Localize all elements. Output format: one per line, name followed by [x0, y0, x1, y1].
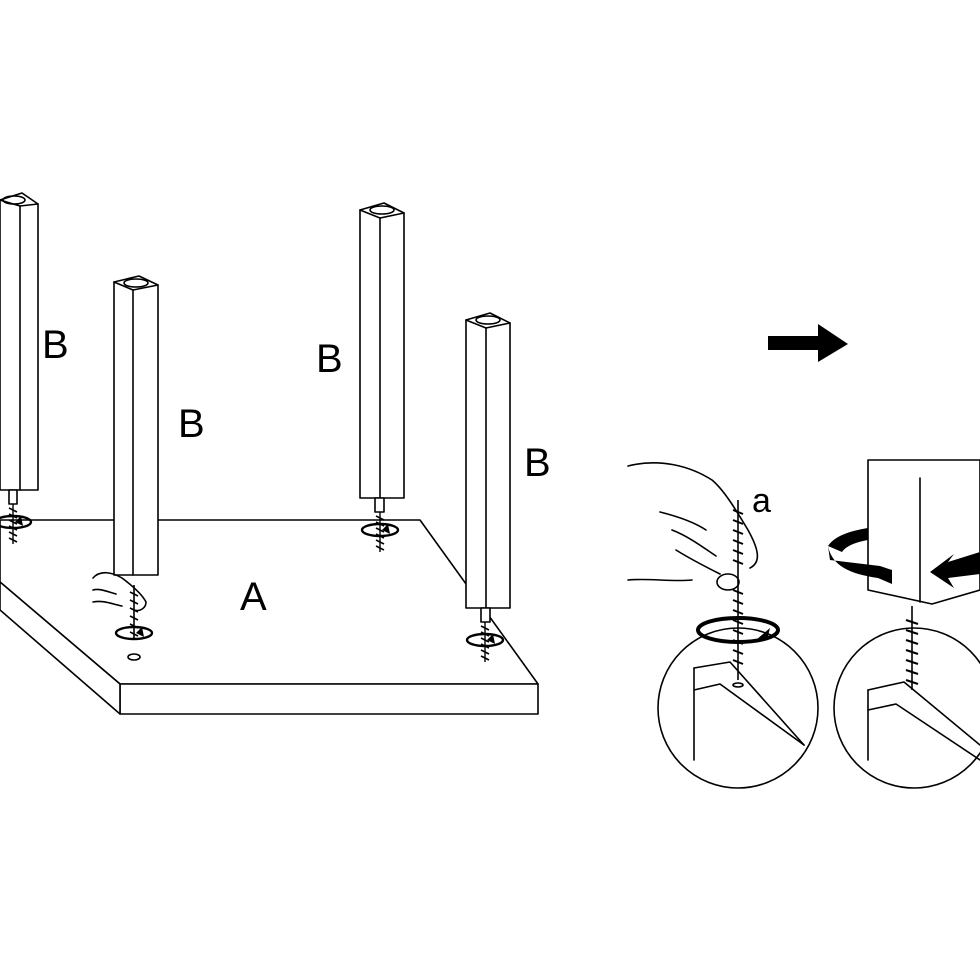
leg-back-right [359, 202, 405, 553]
arrow-right-icon [768, 324, 848, 362]
detail-screw-leg [828, 459, 980, 789]
label-leg-b-4: B [524, 441, 551, 485]
leg-front-left [113, 275, 159, 576]
hand-icon [92, 571, 154, 641]
label-screw-a: a [752, 482, 771, 520]
hole-marker [127, 653, 141, 661]
label-leg-b-1: B [42, 323, 69, 367]
label-tabletop-a: A [240, 575, 267, 619]
label-leg-b-3: B [316, 337, 343, 381]
tabletop-panel [0, 519, 539, 715]
leg-far-left [0, 192, 39, 545]
label-leg-b-2: B [178, 402, 205, 446]
leg-front-right [465, 312, 511, 663]
detail-insert-screw [627, 462, 819, 789]
